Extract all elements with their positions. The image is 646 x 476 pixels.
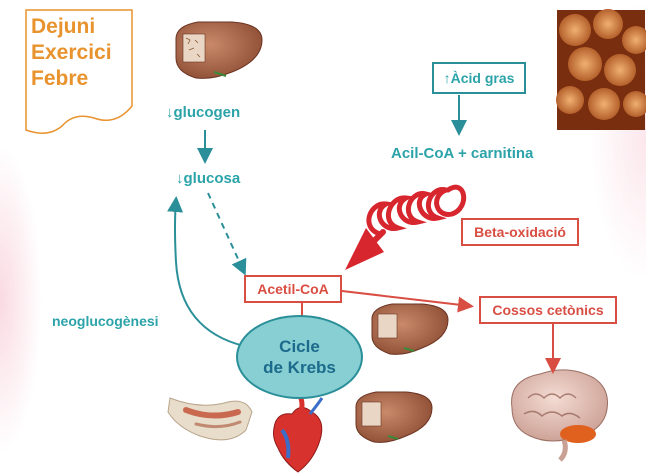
- muscle-icon: [168, 398, 252, 440]
- liver-icon-middle: [372, 304, 448, 354]
- heart-icon: [274, 396, 323, 472]
- beta-oxidacio-label: Beta-oxidació: [474, 224, 566, 240]
- beta-oxidacio-box: Beta-oxidació: [461, 218, 579, 246]
- krebs-line1: Cicle: [238, 336, 361, 357]
- arrow-neoglucogenesi: [175, 200, 244, 346]
- acid-gras-label: ↑Àcid gras: [444, 70, 515, 86]
- krebs-cycle-node: Cicle de Krebs: [236, 315, 363, 399]
- acid-gras-box: ↑Àcid gras: [432, 62, 526, 94]
- krebs-line2: de Krebs: [238, 357, 361, 378]
- acil-coa-label: Acil-CoA + carnitina: [391, 145, 533, 162]
- arrow-glucosa-acetil-dashed: [208, 193, 244, 272]
- acetil-coa-box: Acetil-CoA: [244, 275, 342, 303]
- liver-icon-bottom: [356, 392, 432, 442]
- fat-tissue-photo: [556, 9, 646, 130]
- acetil-coa-label: Acetil-CoA: [257, 281, 329, 297]
- brain-icon: [512, 370, 608, 460]
- beta-oxidation-spiral: [345, 187, 464, 270]
- neoglucogenesi-label: neoglucogènesi: [52, 313, 159, 329]
- liver-icon-top: [176, 22, 262, 78]
- glucosa-label: ↓glucosa: [176, 170, 240, 187]
- cossos-cetonics-box: Cossos cetònics: [479, 296, 617, 324]
- glucogen-label: ↓glucogen: [166, 104, 240, 121]
- cossos-cetonics-label: Cossos cetònics: [492, 302, 603, 318]
